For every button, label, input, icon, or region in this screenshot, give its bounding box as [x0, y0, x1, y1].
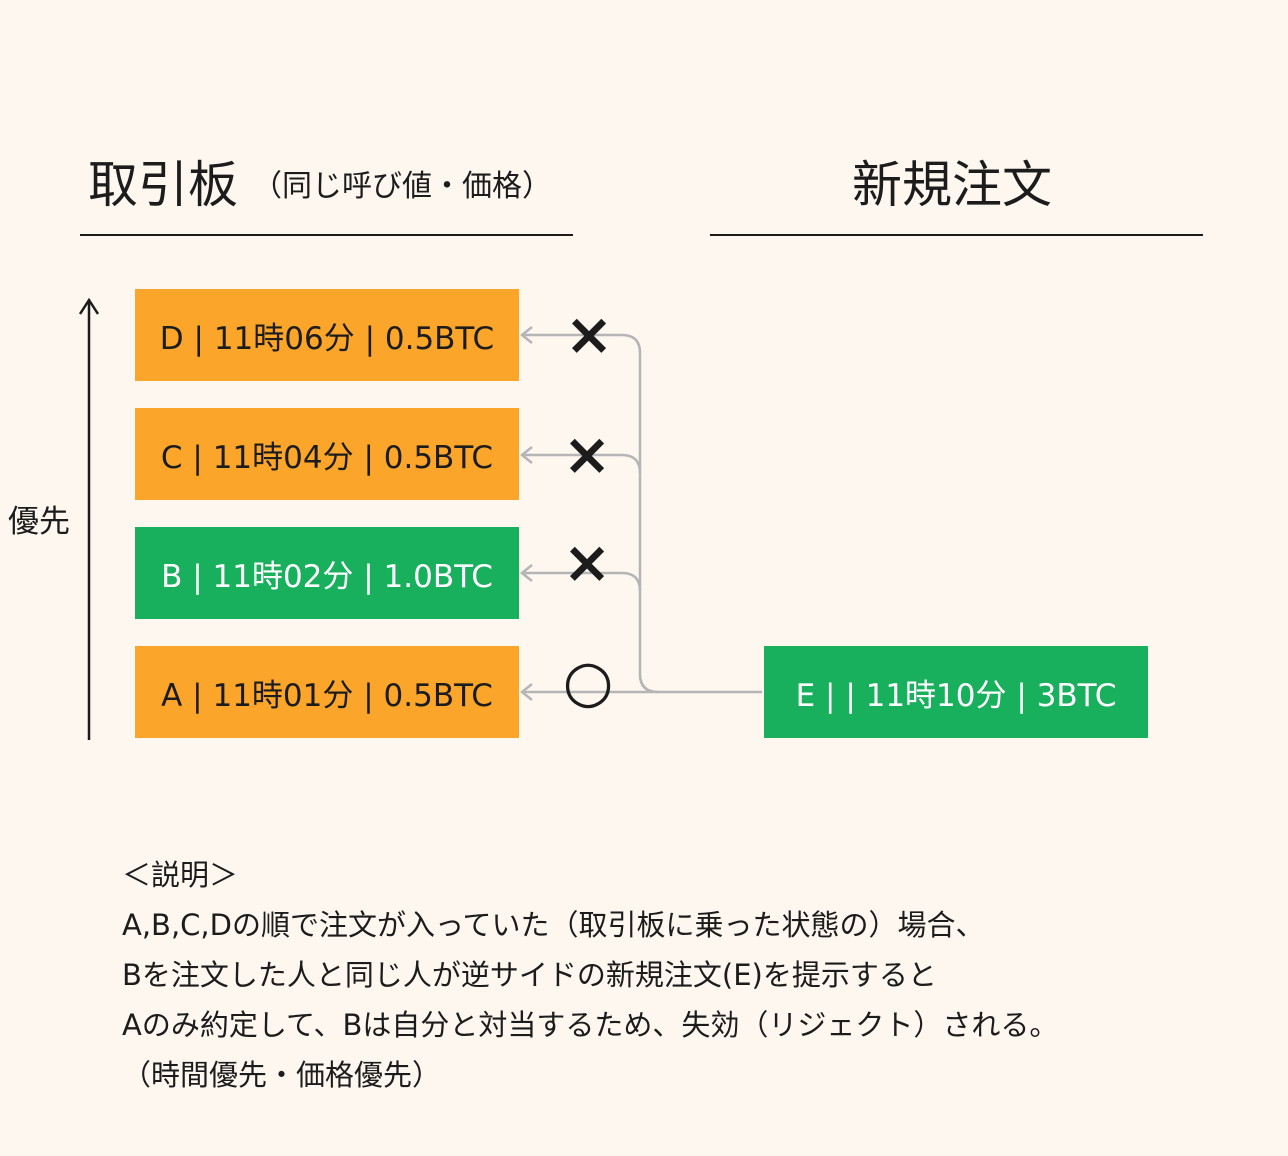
book-order-a: A | 11時01分 | 0.5BTC [135, 646, 519, 738]
explanation-line-2: Bを注文した人と同じ人が逆サイドの新規注文(E)を提示すると [122, 958, 937, 992]
result-mark-b: × [563, 528, 612, 596]
order-book-heading: 取引板（同じ呼び値・価格） [88, 160, 552, 210]
arrowhead-a [519, 683, 533, 701]
explanation-line-4: （時間優先・価格優先） [122, 1058, 442, 1092]
connector-branch-c [524, 453, 642, 474]
order-book-subtitle: （同じ呼び値・価格） [252, 169, 552, 204]
result-mark-a: ○ [563, 647, 614, 715]
explanation-heading: ＜説明＞ [122, 858, 239, 892]
book-order-d: D | 11時06分 | 0.5BTC [135, 289, 519, 381]
arrowhead-d [519, 326, 533, 344]
book-order-b: B | 11時02分 | 1.0BTC [135, 527, 519, 619]
explanation-line-1: A,B,C,Dの順で注文が入っていた（取引板に乗った状態の）場合、 [122, 908, 985, 942]
connector-branch-b [524, 571, 642, 592]
connector-branch-a [524, 673, 659, 694]
explanation-block: ＜説明＞ A,B,C,Dの順で注文が入っていた（取引板に乗った状態の）場合、 B… [122, 850, 1058, 1100]
book-order-c: C | 11時04分 | 0.5BTC [135, 408, 519, 500]
priority-arrow-head [78, 297, 100, 315]
result-mark-c: × [563, 420, 612, 488]
explanation-line-3: Aのみ約定して、Bは自分と対当するため、失効（リジェクト）される。 [122, 1008, 1059, 1042]
arrowhead-b [519, 564, 533, 582]
new-order-underline [710, 234, 1203, 236]
order-book-underline [80, 234, 573, 236]
priority-label: 優先 [8, 504, 70, 540]
result-mark-d: × [565, 300, 614, 368]
connector-main [524, 333, 762, 694]
new-order-e: E | | 11時10分 | 3BTC [764, 646, 1148, 738]
order-book-title: 取引板 [88, 156, 238, 214]
arrowhead-c [519, 446, 533, 464]
new-order-heading: 新規注文 [852, 156, 1052, 214]
